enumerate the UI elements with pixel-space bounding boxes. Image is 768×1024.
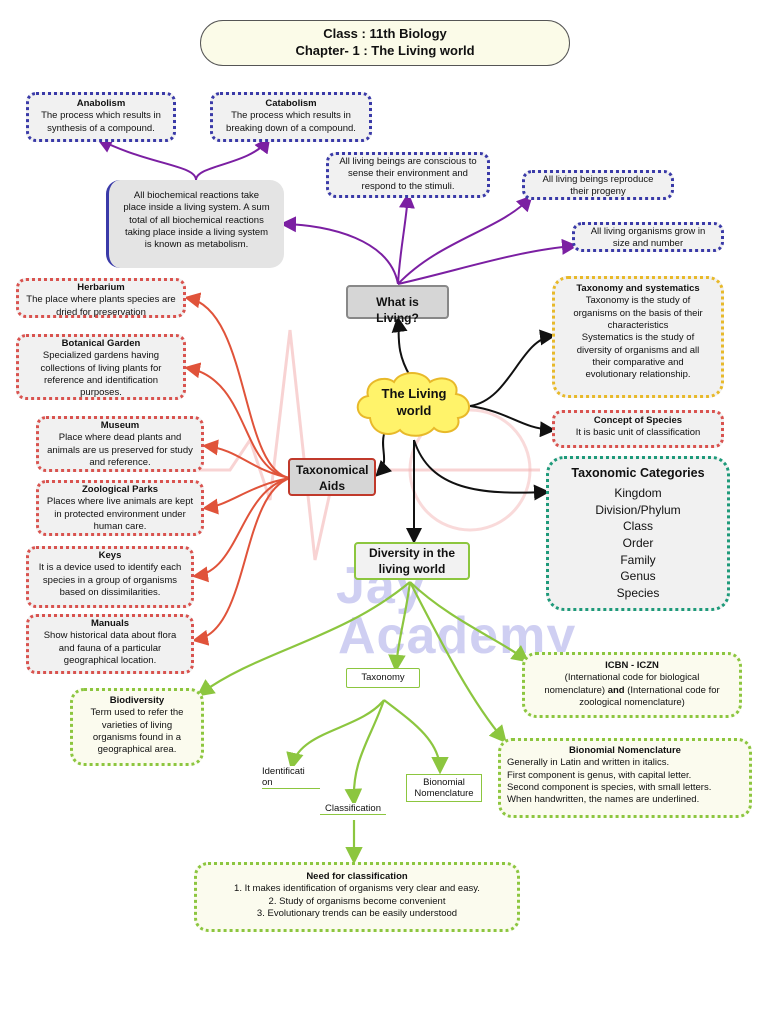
category-class: Class bbox=[622, 519, 653, 534]
catabolism-box: Catabolism The process which results in … bbox=[210, 92, 372, 142]
anabolism-body: The process which results in synthesis o… bbox=[41, 110, 161, 134]
need-for-classification-title: Need for classification bbox=[306, 871, 408, 882]
identification-node: Identificati on bbox=[262, 766, 320, 789]
header-class: Class : 11th Biology bbox=[323, 26, 447, 41]
diversity-node: Diversity in the living world bbox=[354, 542, 470, 580]
museum-body: Place where dead plants and animals are … bbox=[47, 432, 193, 469]
herbarium-body: The place where plants species are dried… bbox=[26, 294, 176, 318]
reproduce-body: All living beings reproduce their progen… bbox=[542, 174, 654, 198]
chapter-header: Class : 11th Biology Chapter- 1 : The Li… bbox=[200, 20, 570, 66]
taxonomic-categories-title: Taxonomic Categories bbox=[571, 466, 705, 480]
keys-box: Keys It is a device used to identify eac… bbox=[26, 546, 194, 608]
header-chapter: Chapter- 1 : The Living world bbox=[295, 42, 475, 58]
manuals-body: Show historical data about flora and fau… bbox=[43, 630, 177, 667]
icbn-body: (International code for biological nomen… bbox=[531, 672, 733, 709]
grow-body: All living organisms grow in size and nu… bbox=[590, 226, 706, 250]
catabolism-body: The process which results in breaking do… bbox=[226, 110, 356, 134]
herbarium-box: Herbarium The place where plants species… bbox=[16, 278, 186, 318]
icbn-title: ICBN - ICZN bbox=[605, 660, 659, 671]
taxonomy-node: Taxonomy bbox=[346, 668, 420, 688]
taxonomy-systematics-title: Taxonomy and systematics bbox=[576, 283, 700, 294]
anabolism-title: Anabolism bbox=[76, 98, 126, 109]
category-division: Division/Phylum bbox=[595, 502, 681, 517]
manuals-title: Manuals bbox=[90, 618, 129, 629]
zoological-parks-body: Places where live animals are kept in pr… bbox=[46, 496, 194, 533]
icbn-box: ICBN - ICZN (International code for biol… bbox=[522, 652, 742, 718]
concept-of-species-title: Concept of Species bbox=[593, 415, 683, 426]
botanical-garden-body: Specialized gardens having collections o… bbox=[40, 350, 162, 399]
category-genus: Genus bbox=[620, 569, 656, 584]
anabolism-box: Anabolism The process which results in s… bbox=[26, 92, 176, 142]
zoological-parks-box: Zoological Parks Places where live anima… bbox=[36, 480, 204, 536]
botanical-garden-box: Botanical Garden Specialized gardens hav… bbox=[16, 334, 186, 400]
concept-of-species-body: It is basic unit of classification bbox=[575, 427, 701, 439]
keys-title: Keys bbox=[98, 550, 122, 561]
museum-box: Museum Place where dead plants and anima… bbox=[36, 416, 204, 472]
taxonomy-systematics-box: Taxonomy and systematics Taxonomy is the… bbox=[552, 276, 724, 398]
living-world-cloud bbox=[356, 372, 470, 437]
botanical-garden-title: Botanical Garden bbox=[61, 338, 141, 349]
metabolism-body: All biochemical reactions take place ins… bbox=[123, 190, 270, 251]
category-species: Species bbox=[616, 585, 660, 600]
grow-box: All living organisms grow in size and nu… bbox=[572, 222, 724, 252]
icbn-body-2: (International code for zoological nomen… bbox=[579, 684, 720, 709]
bionomial-nomenclature-title: Bionomial Nomenclature bbox=[569, 745, 681, 756]
biodiversity-title: Biodiversity bbox=[109, 695, 165, 706]
bionomial-nomenclature-box: Bionomial Nomenclature Generally in Lati… bbox=[498, 738, 752, 818]
concept-of-species-box: Concept of Species It is basic unit of c… bbox=[552, 410, 724, 448]
conscious-body: All living beings are conscious to sense… bbox=[339, 156, 477, 192]
keys-body: It is a device used to identify each spe… bbox=[38, 562, 182, 599]
reproduce-box: All living beings reproduce their progen… bbox=[522, 170, 674, 200]
icbn-body-1: (International code for biological nomen… bbox=[544, 672, 700, 696]
manuals-box: Manuals Show historical data about flora… bbox=[26, 614, 194, 674]
what-is-living-node: What is Living? bbox=[346, 285, 449, 325]
metabolism-box: All biochemical reactions take place ins… bbox=[106, 180, 284, 268]
biodiversity-body: Term used to refer the varieties of livi… bbox=[90, 707, 184, 756]
need-for-classification-body: 1. It makes identification of organisms … bbox=[234, 883, 480, 920]
museum-title: Museum bbox=[100, 420, 140, 431]
herbarium-title: Herbarium bbox=[77, 282, 125, 293]
conscious-box: All living beings are conscious to sense… bbox=[326, 152, 490, 198]
category-family: Family bbox=[620, 552, 656, 567]
taxonomical-aids-node: Taxonomical Aids bbox=[288, 458, 376, 496]
living-world-label: The Living world bbox=[381, 386, 447, 418]
category-kingdom: Kingdom bbox=[614, 486, 662, 501]
bionomial-node: Bionomial Nomenclature bbox=[406, 774, 482, 802]
icbn-and: and bbox=[607, 684, 625, 696]
bionomial-nomenclature-body: Generally in Latin and written in italic… bbox=[507, 757, 712, 806]
category-order: Order bbox=[622, 536, 654, 551]
biodiversity-box: Biodiversity Term used to refer the vari… bbox=[70, 688, 204, 766]
taxonomy-systematics-body: Taxonomy is the study of organisms on th… bbox=[573, 295, 703, 381]
zoological-parks-title: Zoological Parks bbox=[81, 484, 159, 495]
need-for-classification-box: Need for classification 1. It makes iden… bbox=[194, 862, 520, 932]
catabolism-title: Catabolism bbox=[265, 98, 317, 109]
classification-node: Classification bbox=[320, 803, 386, 815]
taxonomic-categories-box: Taxonomic Categories Kingdom Division/Ph… bbox=[546, 456, 730, 611]
